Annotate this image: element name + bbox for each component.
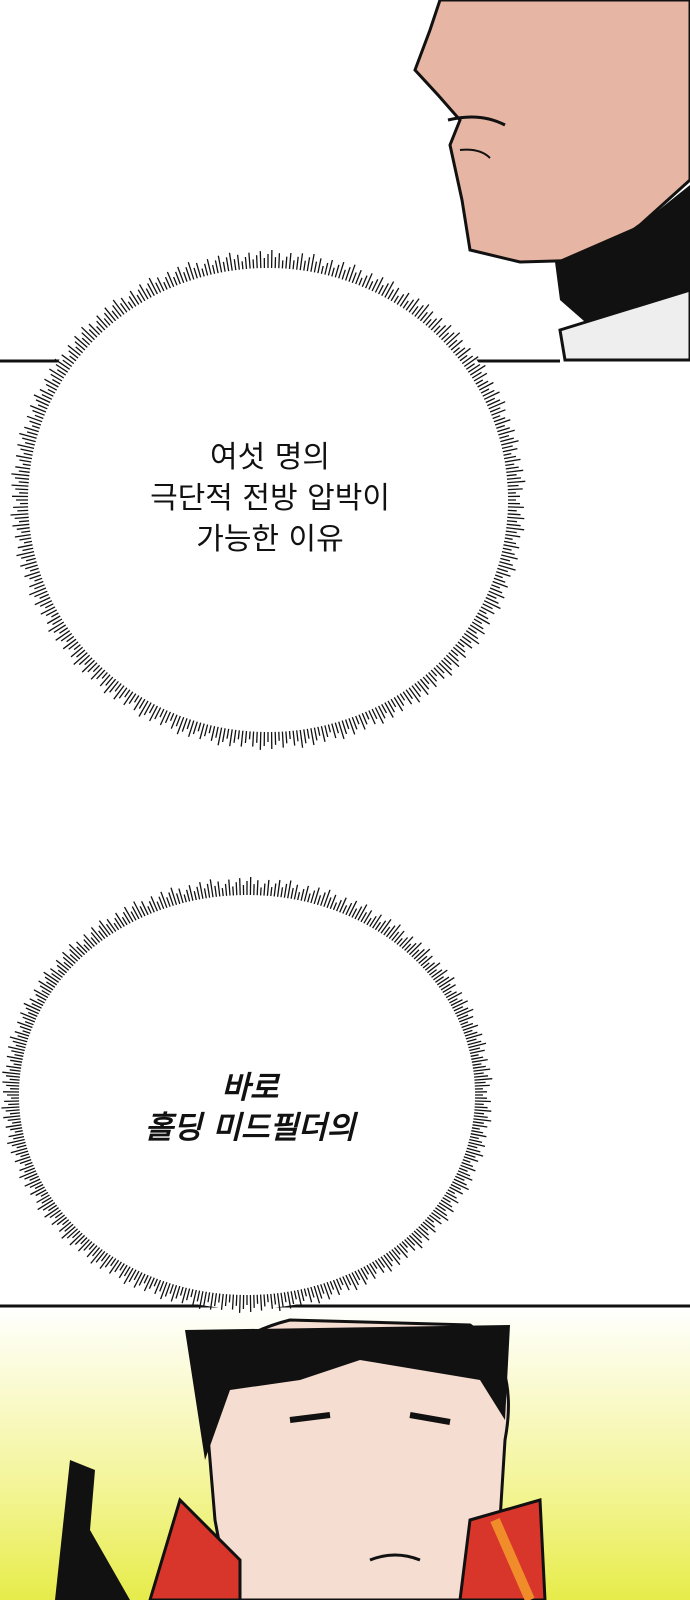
bubble-1-line: 극단적 전방 압박이 (150, 481, 390, 516)
bubble-2-line: 홀딩 미드필더의 (144, 1110, 356, 1146)
speech-bubble-2: 바로 홀딩 미드필더의 (20, 1068, 480, 1148)
bottom-panel-character (55, 1318, 547, 1600)
top-panel-character (413, 0, 690, 362)
bubble-2-line: 바로 (221, 1070, 279, 1106)
thought-bubble-1 (10, 249, 526, 750)
thought-bubble-2 (1, 876, 493, 1313)
speech-bubble-1: 여섯 명의 극단적 전방 압박이 가능한 이유 (40, 437, 500, 560)
bubble-1-line: 가능한 이유 (196, 522, 344, 557)
bubble-1-line: 여섯 명의 (210, 440, 330, 475)
